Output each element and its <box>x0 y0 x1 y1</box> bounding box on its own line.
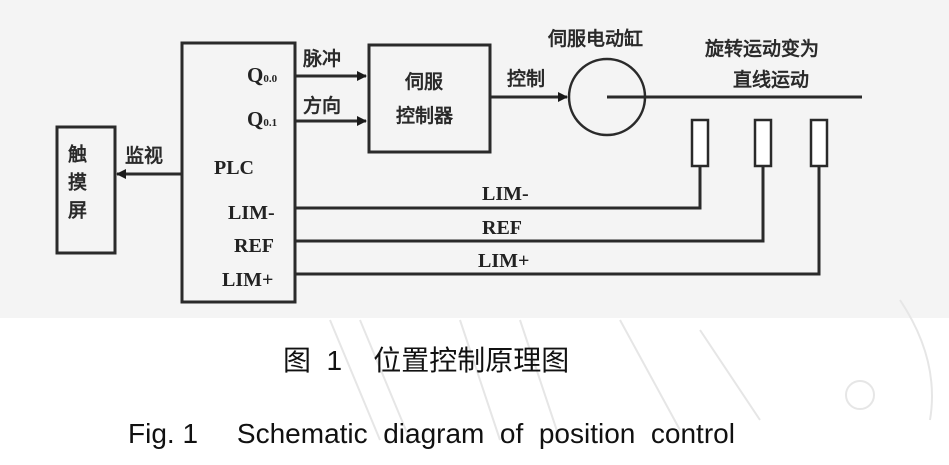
plc-lim-plus-label: LIM+ <box>222 269 273 291</box>
diagram-background <box>0 0 949 318</box>
watermark <box>329 299 933 441</box>
ref-line <box>295 166 765 243</box>
q01-label: Q0.1 <box>247 107 278 131</box>
touch-screen-label: 触摸屏 <box>65 144 87 228</box>
lim-plus-sensor <box>809 118 829 168</box>
plc-lim-minus-label: LIM- <box>228 202 275 224</box>
lim-plus-line <box>295 166 821 276</box>
q00-label: Q0.0 <box>247 63 278 87</box>
direction-label: 方向 <box>303 94 341 117</box>
caption-en: Fig. 1 Schematic diagram of position con… <box>128 418 735 449</box>
touch-screen-box <box>55 125 117 255</box>
servo-controller-label-1: 伺服 <box>404 71 444 93</box>
ref-line-label: REF <box>482 217 522 239</box>
lim-minus-sensor <box>690 118 710 168</box>
plc-ref-label: REF <box>234 235 274 257</box>
lim-minus-line-label: LIM- <box>482 183 529 205</box>
lim-minus-line <box>295 166 702 210</box>
caption-cn: 图 1 位置控制原理图 <box>283 345 569 376</box>
plc-label: PLC <box>214 157 254 179</box>
servo-cylinder-label: 伺服电动缸 <box>547 27 643 50</box>
lim-plus-line-label: LIM+ <box>478 250 529 272</box>
motion-label-1: 旋转运动变为 <box>704 37 819 60</box>
ref-sensor <box>753 118 773 168</box>
motion-label-2: 直线运动 <box>733 68 809 91</box>
servo-controller-label-2: 控制器 <box>396 104 454 127</box>
pulse-label: 脉冲 <box>302 47 341 70</box>
monitor-label: 监视 <box>125 144 163 167</box>
plc-box <box>180 41 297 304</box>
control-label: 控制 <box>507 67 545 90</box>
